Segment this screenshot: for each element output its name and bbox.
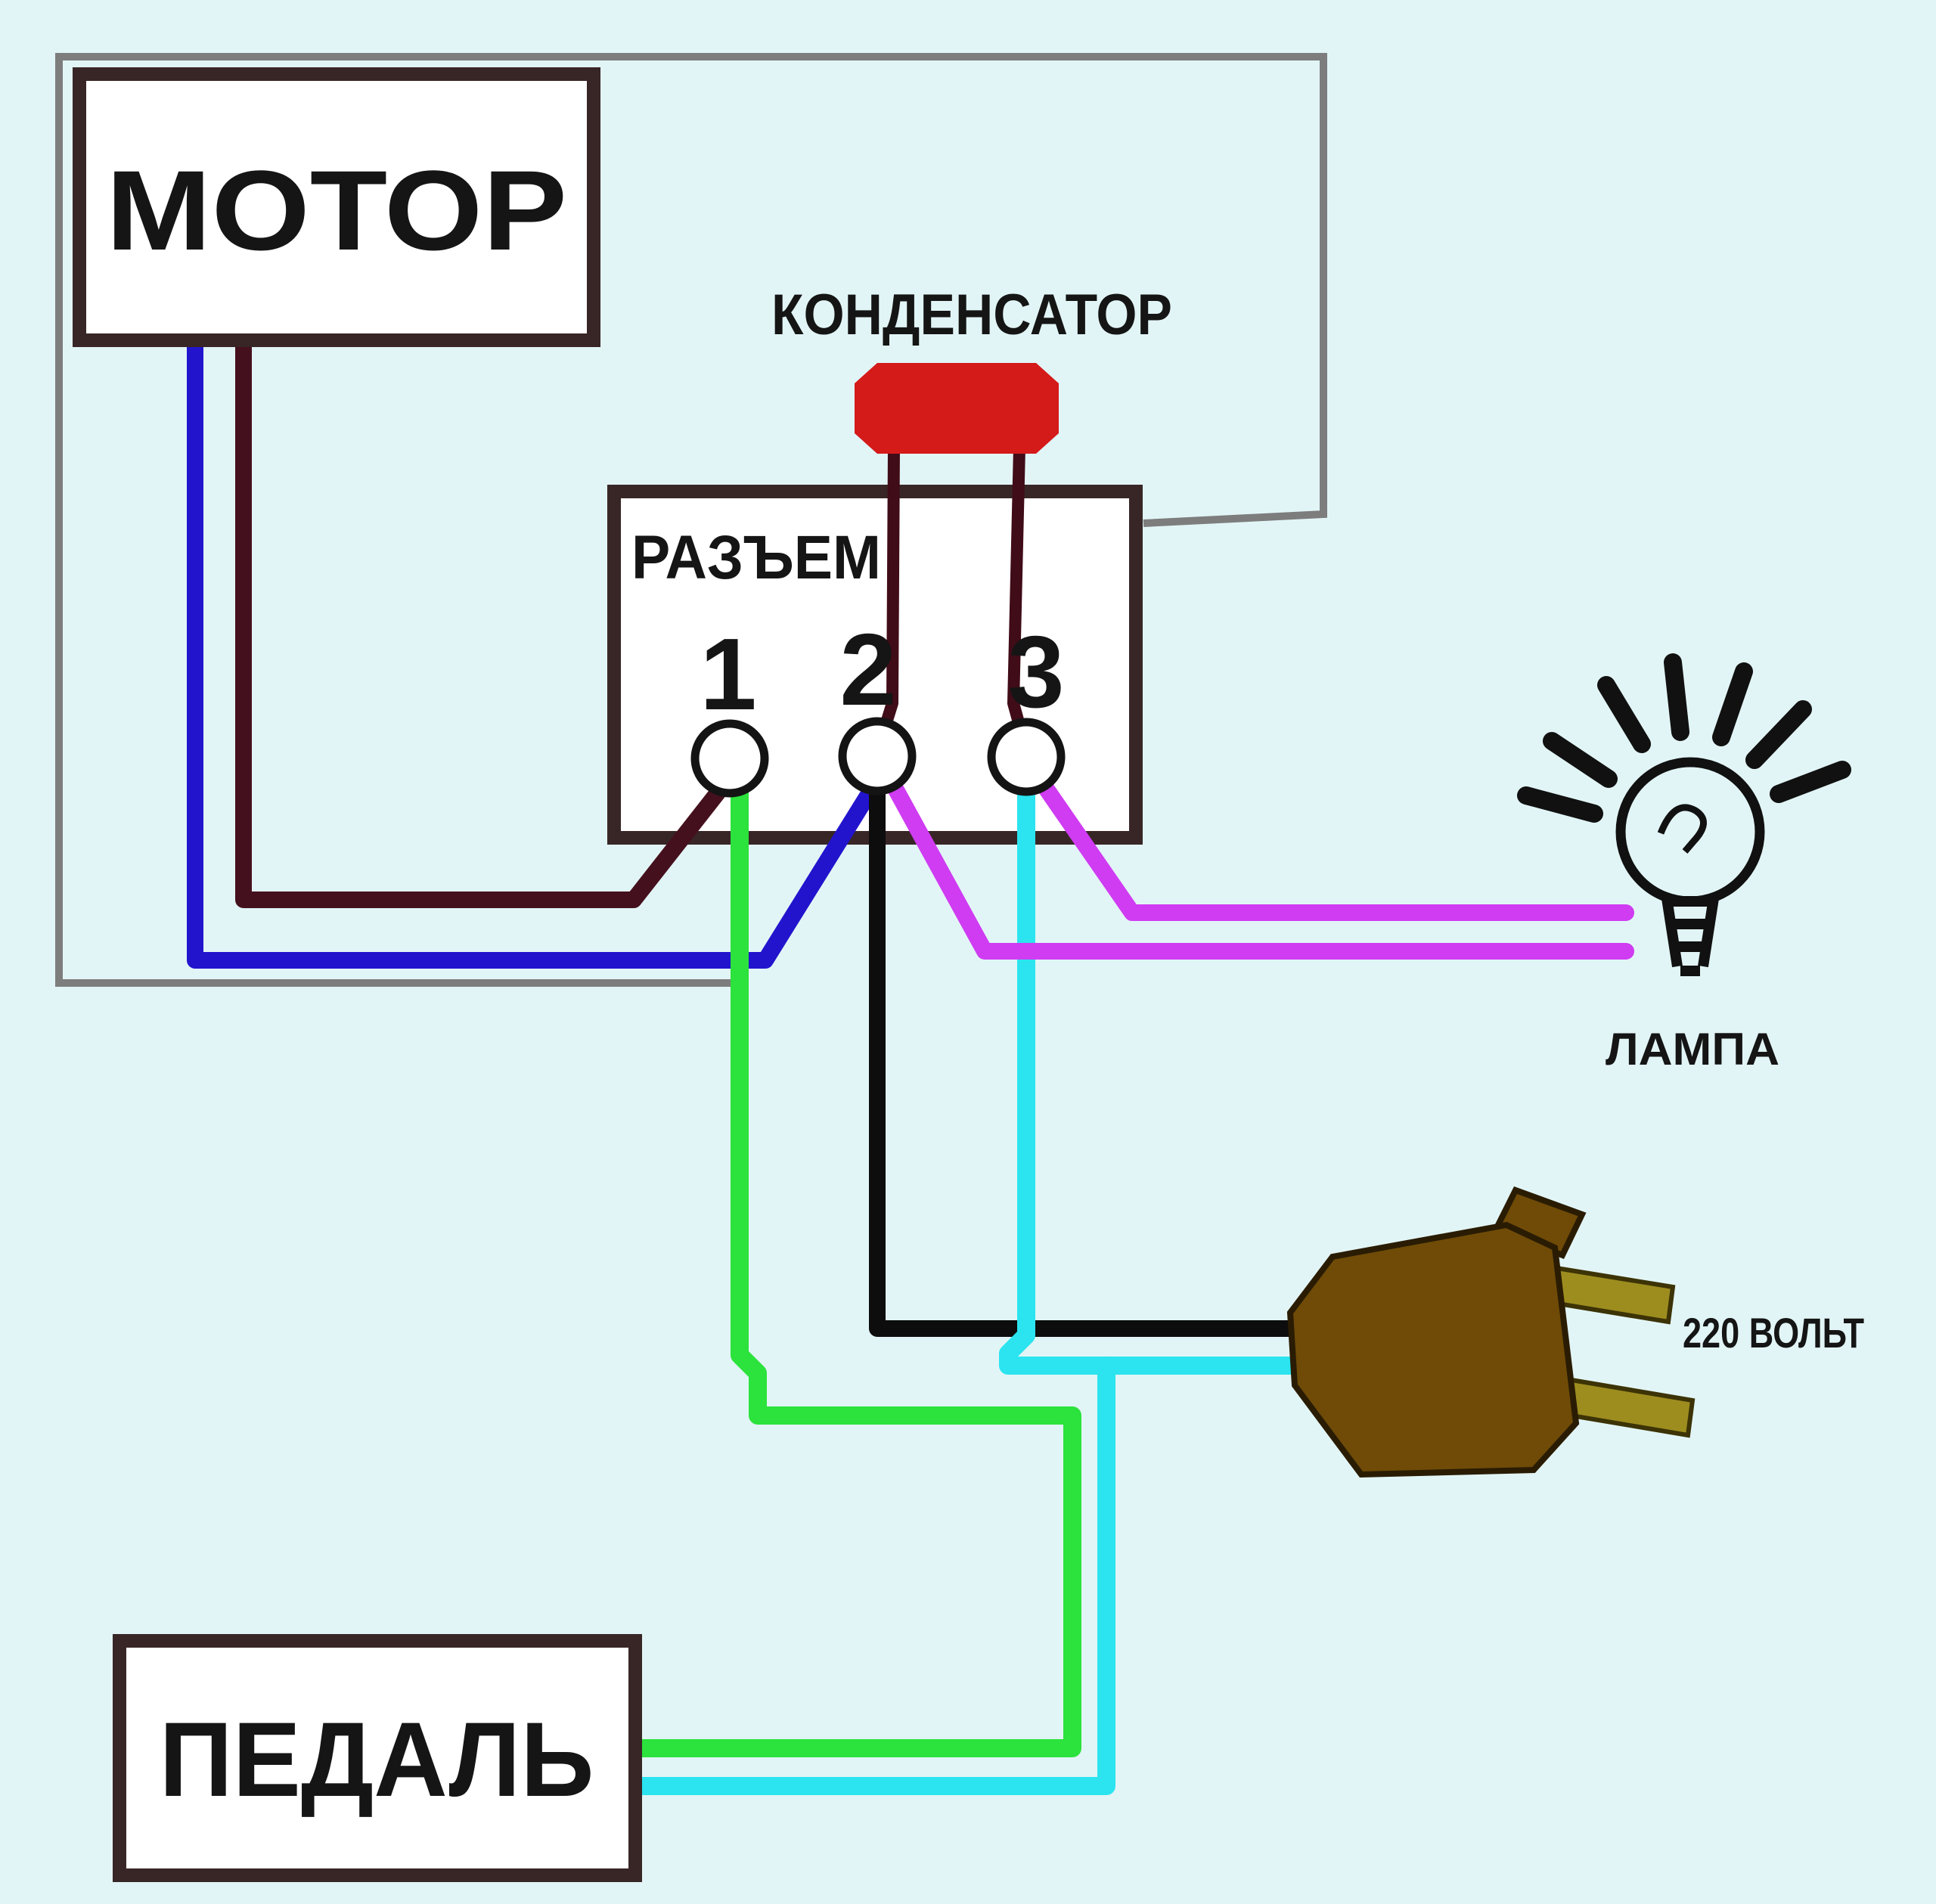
wire-terminal2-to-plug-black — [869, 752, 1302, 1337]
terminal-1-circle — [690, 719, 769, 798]
lamp-base-side — [1661, 897, 1683, 968]
lamp-ray — [1712, 662, 1753, 746]
wire-terminal2-to-lamp-magenta — [874, 757, 1634, 960]
capacitor-label: КОНДЕНСАТОР — [771, 283, 1172, 347]
lamp-base-side — [1698, 897, 1719, 968]
wire-terminal3-to-lamp-magenta — [1022, 757, 1634, 921]
wire-terminal1-to-pedal-green — [634, 751, 1081, 1757]
lamp-ray — [1597, 676, 1651, 753]
lamp-ray — [1517, 786, 1603, 823]
motor-box — [73, 67, 600, 347]
connector-label: РАЗЪЕМ — [631, 523, 881, 592]
pedal-box — [113, 1634, 642, 1882]
lamp-ray — [1745, 700, 1812, 769]
lamp-icon — [1517, 653, 1851, 976]
wires — [187, 317, 1634, 1795]
lamp-rays — [1517, 653, 1851, 823]
lamp-ray — [1664, 653, 1689, 741]
terminal-2-number: 2 — [839, 612, 896, 727]
wire-cyan-branch-to-pedal — [634, 1357, 1115, 1795]
voltage-label: 220 ВОЛЬТ — [1683, 1309, 1864, 1357]
lamp-ray — [1543, 732, 1618, 788]
plug-body — [1286, 1221, 1580, 1478]
terminal-3-number: 3 — [1007, 615, 1064, 729]
terminal-1-number: 1 — [700, 617, 756, 731]
lamp-label: ЛАМПА — [1606, 1024, 1779, 1074]
lamp-filament — [1657, 804, 1707, 854]
gray-outline — [55, 53, 1327, 987]
pedal-label: ПЕДАЛЬ — [160, 1700, 594, 1819]
terminal-3-circle — [987, 718, 1066, 796]
lamp-base — [1661, 896, 1719, 976]
plug-icon — [1286, 1186, 1696, 1478]
wire-motor-to-terminal1-darkred — [235, 317, 738, 908]
motor-label: МОТОР — [106, 147, 567, 274]
wire-motor-to-terminal2-blue — [187, 317, 884, 969]
terminal-2-circle — [838, 717, 917, 795]
lamp-ray — [1770, 761, 1851, 803]
capacitor-body — [855, 363, 1059, 454]
connector-terminals — [690, 717, 1066, 798]
